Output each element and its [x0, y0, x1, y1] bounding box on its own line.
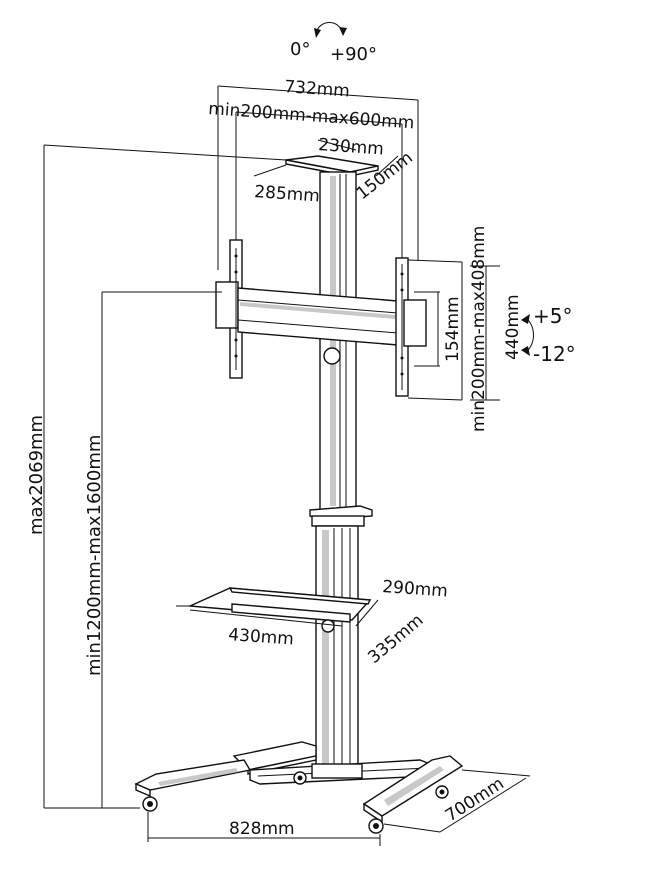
vesa-range-label: min200mm-max600mm — [208, 99, 415, 133]
plate-285-label: 285mm — [254, 182, 321, 207]
bracket-154-label: 154mm — [443, 296, 463, 362]
tilt-arrow-icon — [521, 314, 534, 356]
rotation-left-label: 0° — [290, 39, 310, 60]
vesa-vertical-label: min200mm-max408mm — [469, 226, 489, 432]
shelf-dimension-lines — [176, 599, 379, 627]
crossbar — [237, 287, 411, 347]
center-height-label: min1200mm-max1600mm — [84, 435, 105, 676]
right-vesa-arm — [395, 257, 427, 397]
base-700-label: 700mm — [442, 774, 508, 826]
base-dimension-lines — [147, 769, 531, 846]
shelf-335-label: 335mm — [364, 610, 427, 667]
max-height-label: max2069mm — [26, 415, 47, 535]
tilt-down-label: -12° — [533, 342, 576, 366]
upper-column — [319, 171, 357, 513]
bracket-440-label: 440mm — [503, 294, 523, 360]
width-732-label: 732mm — [284, 77, 351, 102]
height-collar — [309, 505, 373, 527]
rotation-arrow-icon — [314, 22, 347, 38]
equipment-shelf — [187, 587, 372, 633]
left-vesa-arm — [215, 239, 243, 379]
lower-column — [315, 525, 359, 771]
shelf-290-label: 290mm — [382, 577, 449, 602]
bracket-dimension-lines — [407, 259, 500, 401]
top-dimension-lines — [43, 85, 419, 270]
caster-wheels — [142, 771, 449, 834]
shelf-430-label: 430mm — [228, 625, 295, 650]
base-828-label: 828mm — [229, 819, 295, 839]
height-dimension-lines — [43, 145, 222, 809]
rotation-right-label: +90° — [330, 44, 377, 65]
plate-230-label: 230mm — [318, 135, 385, 160]
tilt-up-label: +5° — [533, 304, 572, 328]
